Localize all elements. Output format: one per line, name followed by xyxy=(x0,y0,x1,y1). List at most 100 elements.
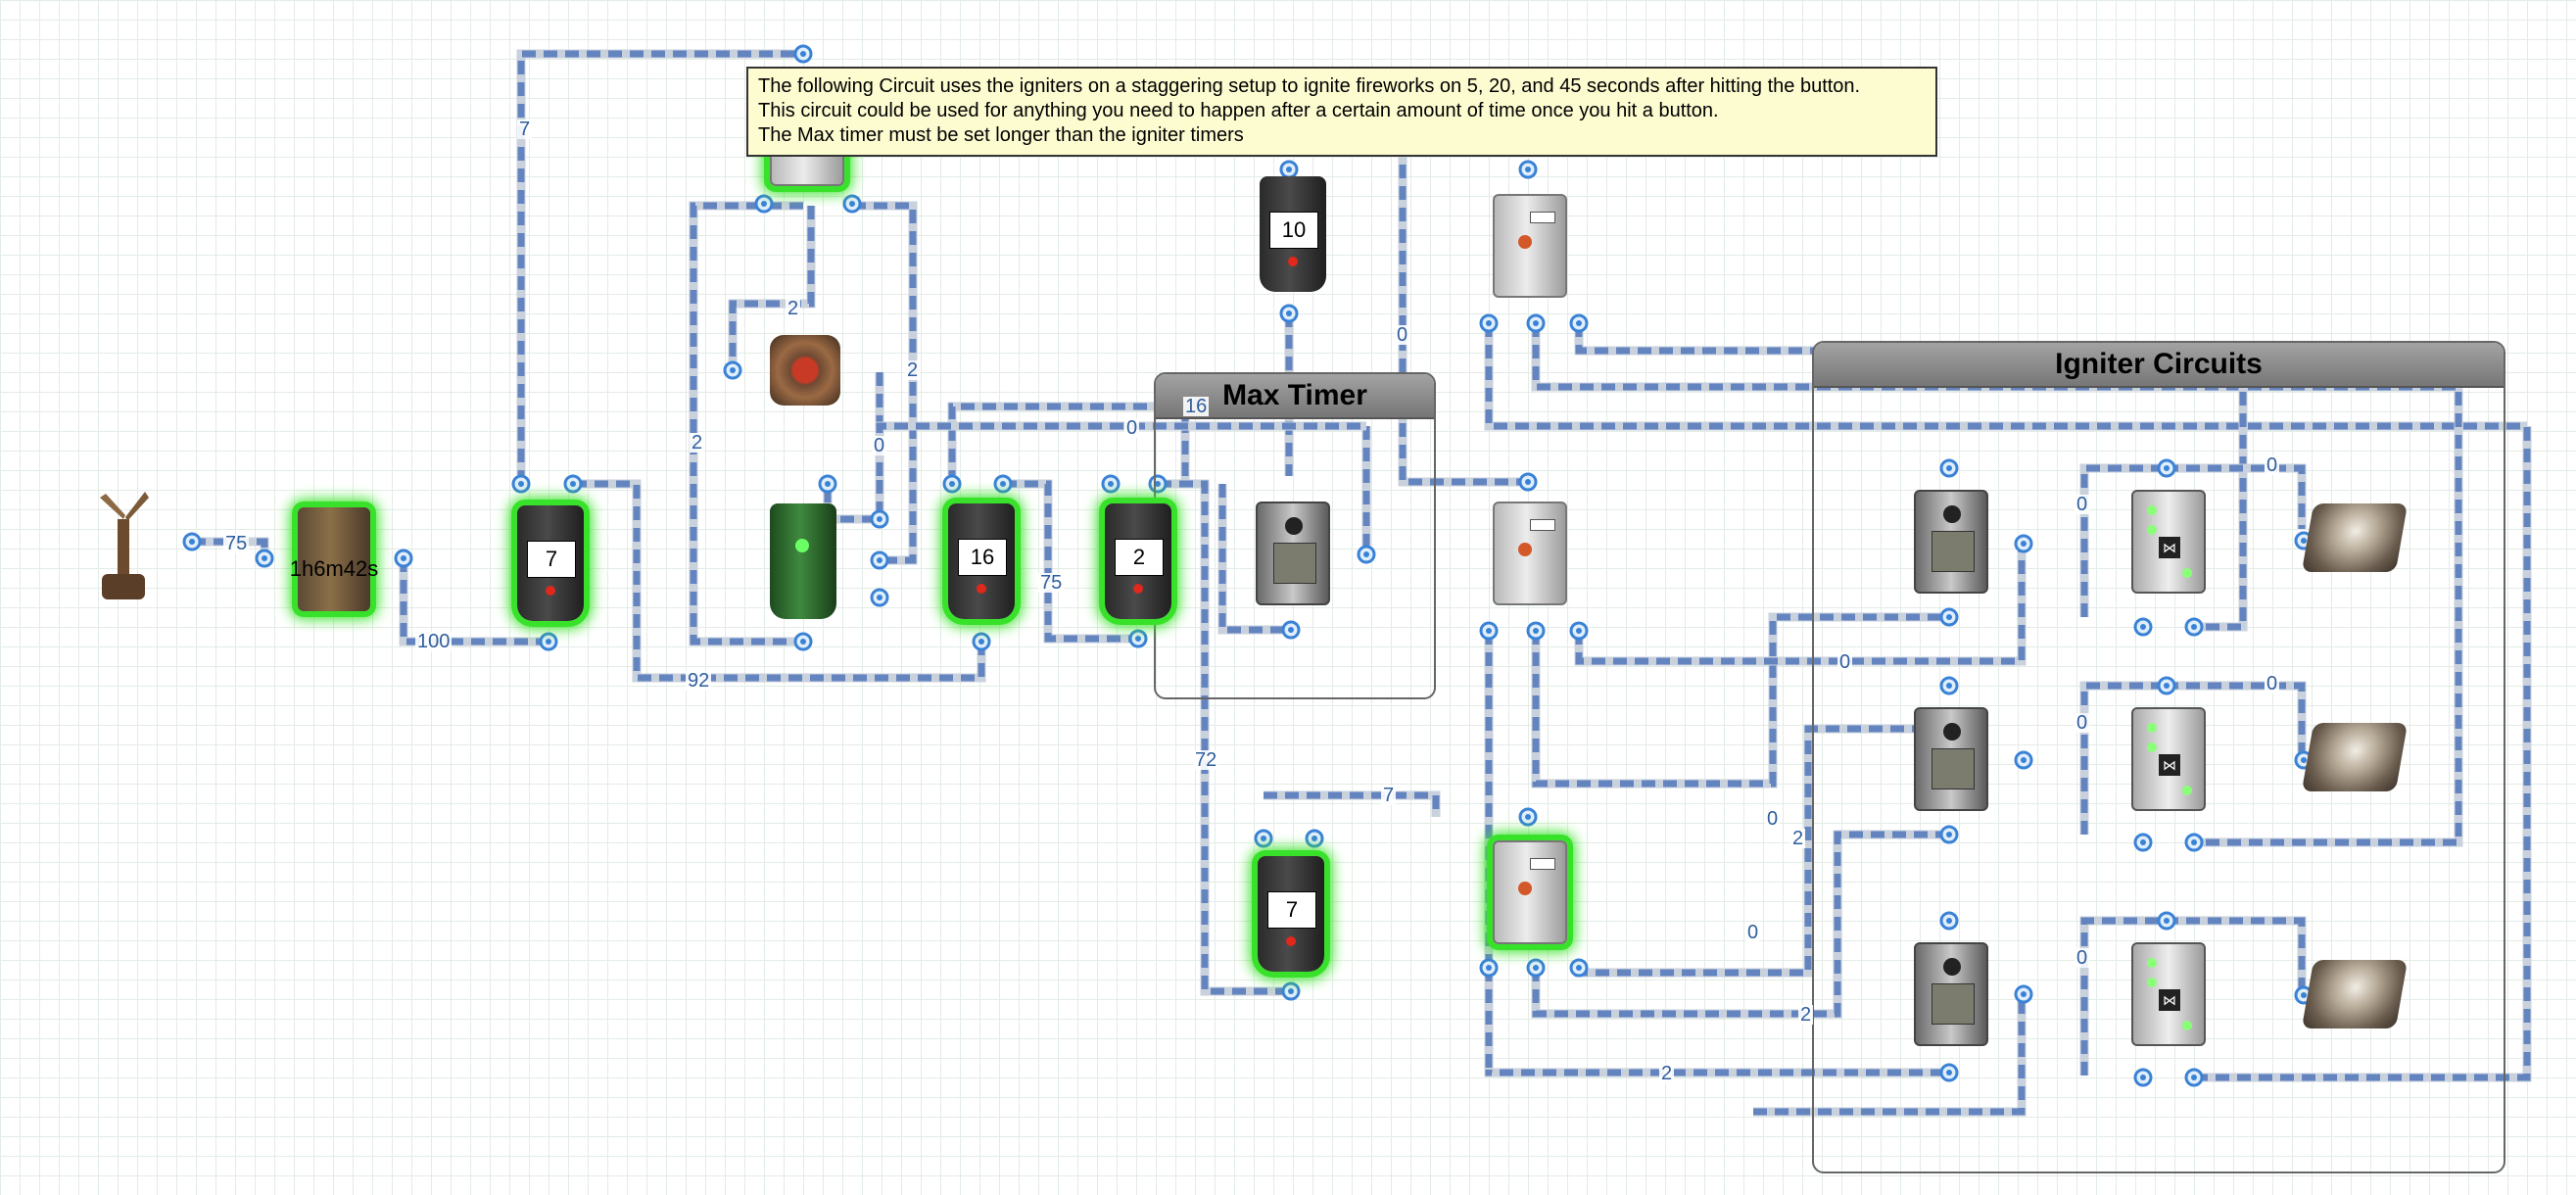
wire xyxy=(2165,682,2306,758)
igniter-icon[interactable] xyxy=(2301,503,2409,572)
port-dot xyxy=(1525,479,1531,485)
gate-icon[interactable]: ⋈ xyxy=(2131,707,2206,811)
switch-panel-icon[interactable] xyxy=(1256,502,1330,605)
port-dot xyxy=(1261,836,1266,841)
wire xyxy=(1158,480,1291,995)
battery-icon[interactable]: 1h6m42s xyxy=(290,507,378,611)
port-dot xyxy=(2140,1075,2146,1080)
port-dot xyxy=(2191,1075,2197,1080)
gate-icon[interactable]: ⋈ xyxy=(2131,490,2206,594)
port-dot xyxy=(1286,167,1292,172)
igniter-circuits-group[interactable]: Igniter Circuits xyxy=(1812,341,2505,1173)
wire-label: 0 xyxy=(2075,947,2090,969)
wire xyxy=(1532,323,2462,846)
wire-label: 75 xyxy=(1038,572,1065,594)
wire-label: 7 xyxy=(517,119,533,140)
timer-icon[interactable]: 7 xyxy=(1258,856,1324,972)
igniter-icon[interactable] xyxy=(2301,960,2409,1028)
wire xyxy=(2080,917,2165,1076)
wire xyxy=(1485,631,1949,1076)
gate-symbol: ⋈ xyxy=(2159,989,2180,1011)
panel-tag xyxy=(1530,212,1555,223)
wire-label: 0 xyxy=(1745,922,1761,943)
port-dot xyxy=(2021,541,2027,547)
panel-knob xyxy=(1285,517,1303,535)
port-dot xyxy=(1576,320,1582,326)
panel-grid xyxy=(1273,543,1316,584)
wire-label: 2 xyxy=(1659,1063,1675,1084)
timer-icon[interactable]: 7 xyxy=(517,505,584,621)
port-dot xyxy=(1533,965,1539,971)
wire-label: 2 xyxy=(786,298,801,319)
igniter-circuits-title: Igniter Circuits xyxy=(1814,343,2504,388)
port-dot xyxy=(1108,481,1114,487)
wire xyxy=(876,422,1366,476)
port-dot xyxy=(1533,320,1539,326)
wire-label: 0 xyxy=(1124,417,1140,439)
windmill-icon[interactable] xyxy=(96,490,151,603)
panel-knob xyxy=(1943,723,1961,741)
panel-grid xyxy=(1932,531,1975,572)
port-dot xyxy=(1946,614,1952,620)
switch-panel-icon[interactable] xyxy=(1493,194,1567,298)
switch-panel-icon[interactable] xyxy=(1493,502,1567,605)
wire xyxy=(192,538,268,558)
port-dot xyxy=(1155,481,1161,487)
port-dot xyxy=(1000,481,1006,487)
battery-time-label: 1h6m42s xyxy=(289,556,379,581)
wire xyxy=(2165,917,2306,991)
wire-label: 0 xyxy=(1395,324,1410,346)
gate-symbol: ⋈ xyxy=(2159,754,2180,776)
gate-led xyxy=(2182,1021,2192,1030)
wire-label: 0 xyxy=(1765,808,1781,830)
switch-panel-icon[interactable] xyxy=(1914,490,1988,594)
port-dot xyxy=(1946,683,1952,689)
button-icon[interactable] xyxy=(770,335,840,406)
wire xyxy=(852,202,917,564)
switch-panel-icon[interactable] xyxy=(1914,942,1988,1046)
wire-label: 2 xyxy=(690,432,705,454)
port-dot xyxy=(877,557,883,563)
wire xyxy=(1753,994,2026,1116)
panel-grid xyxy=(1932,748,1975,789)
wire xyxy=(1218,484,1291,634)
wire-label: 2 xyxy=(905,359,921,381)
gate-led xyxy=(2147,978,2157,987)
port-dot xyxy=(978,639,984,645)
igniter-icon[interactable] xyxy=(2301,723,2409,791)
port-dot xyxy=(189,539,195,545)
port-dot xyxy=(570,481,576,487)
max-timer-group[interactable]: Max Timer xyxy=(1154,372,1436,699)
timer-icon[interactable]: 16 xyxy=(948,503,1015,619)
port-dot xyxy=(2164,683,2170,689)
timer-icon[interactable]: 2 xyxy=(1105,503,1171,619)
port-dot xyxy=(1135,636,1141,642)
panel-lamp xyxy=(1518,543,1532,556)
port-dot xyxy=(1576,965,1582,971)
switch-panel-icon[interactable] xyxy=(1493,840,1567,944)
panel-knob xyxy=(1943,505,1961,523)
switch-panel-icon[interactable] xyxy=(1914,707,1988,811)
port-dot xyxy=(2301,757,2307,763)
timer-b-led xyxy=(977,584,986,594)
port-dot xyxy=(1576,628,1582,634)
port-dot xyxy=(2164,465,2170,471)
port-dot xyxy=(1486,628,1492,634)
port-dot xyxy=(877,516,883,522)
panel-lamp xyxy=(1518,235,1532,249)
wire-label: 0 xyxy=(2075,712,2090,734)
splitter-icon[interactable] xyxy=(770,503,836,619)
timer-icon[interactable]: 10 xyxy=(1260,176,1326,292)
port-dot xyxy=(1533,628,1539,634)
timer-a-led xyxy=(546,586,555,596)
port-dot xyxy=(1946,918,1952,924)
wire xyxy=(400,558,549,645)
port-dot xyxy=(1946,1070,1952,1076)
gate-icon[interactable]: ⋈ xyxy=(2131,942,2206,1046)
wire-label: 75 xyxy=(223,533,250,554)
wire-label: 0 xyxy=(2265,454,2280,476)
note-line-1: The following Circuit uses the igniters … xyxy=(758,75,1861,97)
wire-label: 0 xyxy=(1837,651,1853,673)
wire-label: 0 xyxy=(872,435,887,456)
instruction-note: The following Circuit uses the igniters … xyxy=(746,67,1937,157)
